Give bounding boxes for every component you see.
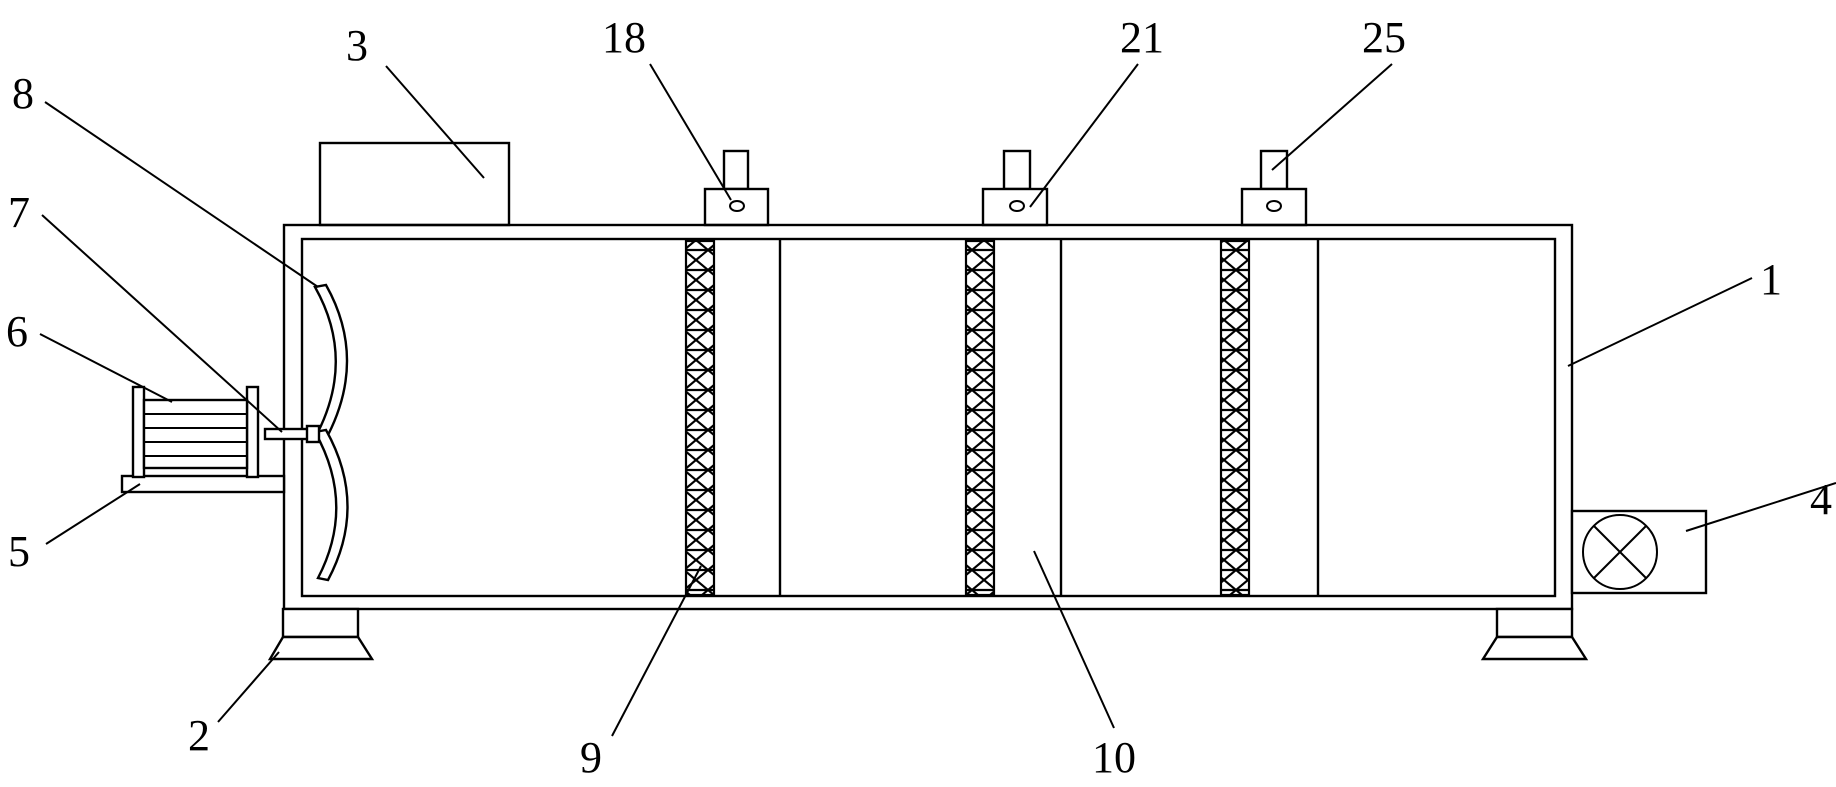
leader-8 <box>44 101 319 288</box>
housing-outer <box>282 223 1574 611</box>
label-4: 4 <box>1810 475 1832 524</box>
motor <box>131 385 260 479</box>
mounting-plate <box>120 474 286 494</box>
label-18: 18 <box>602 13 646 62</box>
leader-9 <box>611 565 702 737</box>
leader-18 <box>649 63 732 201</box>
fan-blades <box>313 283 349 582</box>
label-7: 7 <box>8 188 30 237</box>
leader-2 <box>217 651 280 723</box>
label-8: 8 <box>12 69 34 118</box>
label-5: 5 <box>8 527 30 576</box>
shaft-collar <box>305 424 321 444</box>
top-box <box>318 141 511 227</box>
label-2: 2 <box>188 711 210 760</box>
leader-4 <box>1685 482 1836 532</box>
label-6: 6 <box>6 307 28 356</box>
leader-3 <box>385 65 485 179</box>
outlet-fan <box>1570 509 1708 595</box>
label-9: 9 <box>580 733 602 782</box>
leader-10 <box>1033 550 1115 729</box>
foot-left <box>267 607 375 661</box>
leader-7 <box>41 214 283 433</box>
mesh-filter-2 <box>964 239 996 597</box>
label-10: 10 <box>1092 733 1136 782</box>
leader-6 <box>39 333 173 403</box>
label-21: 21 <box>1120 13 1164 62</box>
mesh-filter-3 <box>1219 239 1251 597</box>
housing-inner <box>300 237 1557 598</box>
foot-right <box>1480 607 1589 661</box>
leader-25 <box>1271 63 1393 171</box>
leader-1 <box>1567 277 1753 367</box>
label-1: 1 <box>1760 255 1782 304</box>
leader-21 <box>1029 63 1139 208</box>
label-25: 25 <box>1362 13 1406 62</box>
top-fitting-25 <box>1240 149 1308 227</box>
leader-5 <box>45 483 141 545</box>
top-fitting-21 <box>981 149 1049 227</box>
mesh-filter-1 <box>684 239 716 597</box>
label-3: 3 <box>346 21 368 70</box>
top-fitting-18 <box>703 149 770 227</box>
